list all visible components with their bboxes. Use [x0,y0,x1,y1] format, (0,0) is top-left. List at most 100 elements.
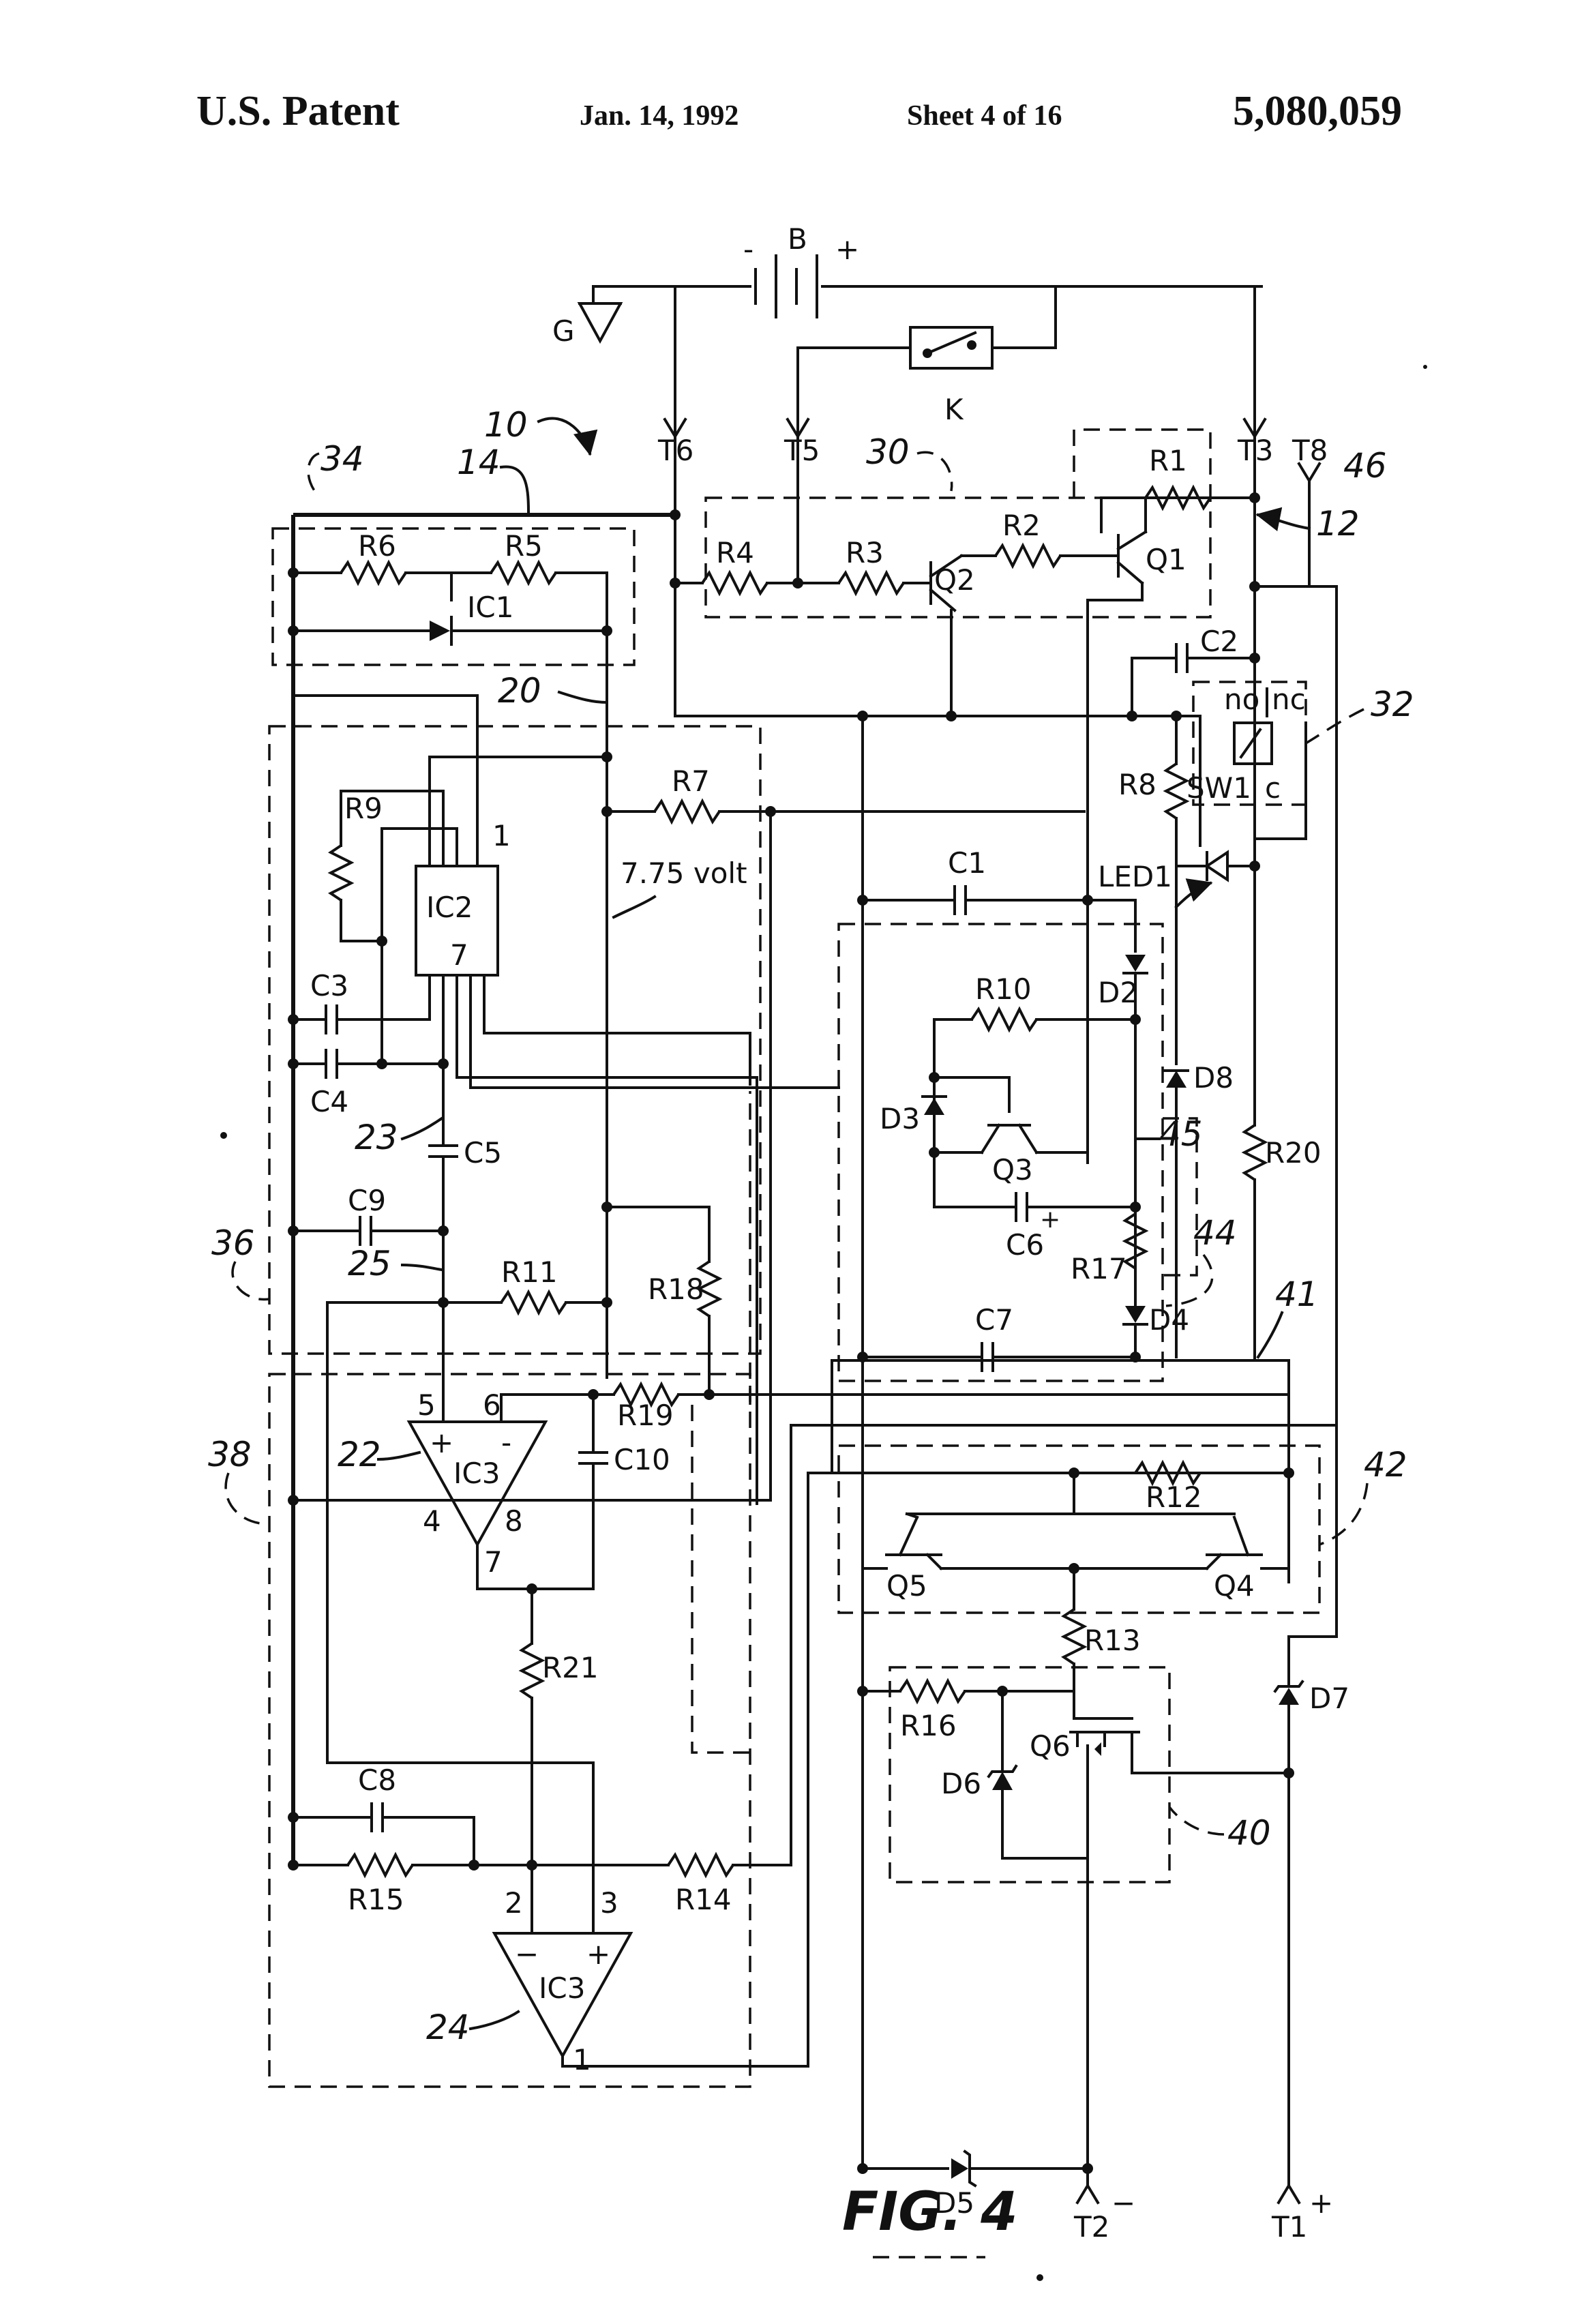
ref-30: 30 [866,432,910,472]
resistor-r9 [331,846,351,900]
diode-d4 [1125,1306,1146,1323]
ic1-label: IC1 [467,591,513,624]
r11-label: R11 [501,1255,558,1289]
ic2-label: IC2 [426,891,473,924]
diode-d3 [924,1098,944,1115]
transistor-q5 [886,1514,941,1568]
ic3-upper-minus: - [501,1426,511,1459]
key-switch-k [798,286,1056,436]
r8-label: R8 [1118,768,1156,801]
d2-label: D2 [1098,976,1138,1009]
mosfet-q6 [1071,1718,1139,2169]
c3-label: C3 [310,969,348,1002]
ic3-upper-label: IC3 [453,1457,500,1490]
zener-d7 [1279,1688,1299,1705]
resistor-r2 [996,546,1060,566]
ic3-upper-plus: + [430,1426,453,1459]
r17-label: R17 [1071,1252,1127,1285]
pin-6: 6 [483,1388,501,1422]
ref-20: 20 [498,671,541,711]
r10-label: R10 [975,972,1032,1006]
q1-label: Q1 [1146,543,1186,576]
sw1-c-label: c [1265,771,1281,805]
resistor-r3 [839,573,904,593]
t5-label: T5 [783,434,820,467]
resistor-r8 [1166,764,1186,818]
diode-d8 [1166,1071,1186,1088]
ref-10: 10 [484,405,528,445]
resistor-r10 [972,1009,1036,1030]
c10-label: C10 [614,1443,670,1476]
ref-14: 14 [457,443,501,482]
voltage-label: 7.75 volt [621,856,747,890]
resistor-r16 [900,1681,965,1701]
zener-d6 [992,1772,1013,1790]
t2-label: T2 [1073,2210,1109,2244]
resistor-r15 [348,1855,413,1875]
r15-label: R15 [348,1883,404,1916]
resistor-r21 [522,1643,542,1698]
block-40 [890,1667,1169,1882]
transistor-q4 [1207,1517,1262,1568]
r7-label: R7 [672,764,710,798]
r18-label: R18 [648,1272,704,1306]
terminal-t2 [1077,2186,1098,2203]
key-switch-label: K [944,393,964,426]
led1 [1207,852,1227,880]
pin-7: 7 [484,1545,503,1579]
d8-label: D8 [1193,1061,1234,1094]
sw1-nc-label: nc [1272,683,1306,716]
r4-label: R4 [716,536,754,569]
battery-label: B [788,222,807,256]
ground-label: G [552,314,575,348]
r13-label: R13 [1084,1624,1141,1657]
ref-45: 45 [1159,1114,1203,1154]
ref-40: 40 [1227,1813,1271,1853]
q2-label: Q2 [934,563,975,597]
ref-34: 34 [320,439,364,479]
r14-label: R14 [675,1883,732,1916]
ref-25: 25 [348,1244,391,1283]
transistor-q3 [982,1125,1036,1152]
t1-label: T1 [1271,2210,1307,2244]
r19-label: R19 [617,1399,674,1432]
ref-12: 12 [1316,504,1360,543]
r3-label: R3 [846,536,884,569]
q5-label: Q5 [886,1569,927,1603]
ref-24: 24 [426,2008,470,2047]
resistor-r4 [702,573,767,593]
t8-label: T8 [1292,434,1328,467]
pin-2: 2 [505,1886,523,1920]
r9-label: R9 [344,792,383,825]
pin-5: 5 [417,1388,436,1422]
ic2-pin7: 7 [450,938,468,972]
zener-d5 [951,2158,968,2179]
ic2-pin1: 1 [492,819,511,852]
ref-44: 44 [1193,1213,1237,1253]
transistor-q1 [1118,532,1146,583]
c2-label: C2 [1200,625,1238,658]
c7-label: C7 [975,1303,1013,1337]
resistor-r11 [501,1292,566,1313]
ref-23: 23 [355,1118,398,1157]
q6-label: Q6 [1030,1729,1071,1763]
r2-label: R2 [1002,509,1041,542]
led1-label: LED1 [1098,860,1172,893]
resistor-r20 [1244,1125,1265,1180]
sw1-label: SW1 [1186,771,1251,805]
c6-plus: + [1040,1206,1060,1234]
ic3-lower-minus: − [515,1937,539,1971]
c1-label: C1 [948,846,986,880]
r1-label: R1 [1149,444,1187,477]
ref-41: 41 [1275,1275,1319,1314]
sw1-no-label: no [1224,683,1259,716]
ic3-lower-plus: + [586,1937,610,1971]
zener-ic1 [430,621,450,641]
r5-label: R5 [505,529,543,563]
r16-label: R16 [900,1709,957,1742]
r6-label: R6 [358,529,396,563]
resistor-r7 [655,801,719,822]
resistor-r5 [491,563,556,583]
terminal-t1 [1279,2186,1299,2203]
